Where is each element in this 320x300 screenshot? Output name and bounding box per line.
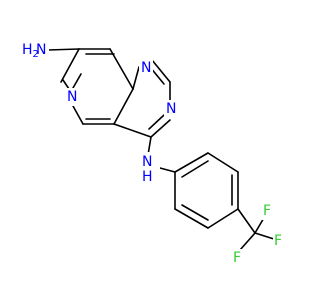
bond-c4-c4a [113,123,152,138]
n3-label-backing [164,100,178,118]
fluorine-2-label: F [274,233,282,249]
ring-nitrogen-n6-label: N [67,89,77,105]
nh-label-backing [132,152,160,186]
ring-nitrogen-n3-label: N [166,101,176,117]
n6-label-backing [65,88,79,106]
amine-nitrogen-label: N [36,42,46,58]
f1-label-backing [262,202,274,220]
molecule-diagram: H2 N N N N N H F F F [19,41,285,267]
bond-c7-amine [47,48,80,51]
bond-c8a-n1 [132,66,140,90]
bond-n6-c7 [72,73,82,89]
bond-ph5-ph6 [174,208,209,229]
bond-n3-c4 [150,119,171,138]
fluorine-3-label: F [233,250,241,266]
amine-label-backing [19,41,49,59]
f3-label-backing [232,249,244,267]
f2-label-backing [273,232,285,250]
bond-c5-n6 [72,105,84,125]
bond-ph5-ph6-double [181,204,209,221]
bond-n3-c4-double [148,114,165,130]
bond-c-f3 [239,232,256,251]
bond-n1-c2 [151,59,171,83]
amino-hydrogen-label: H [142,169,153,185]
ring-nitrogen-n1-label: N [141,60,151,76]
amine-h2-label: H2 [22,42,39,60]
bond-c8-c8a [109,48,134,90]
n1-label-backing [139,59,153,77]
bond-ph4-ph5 [207,208,239,229]
bond-ph1-ph2 [174,152,209,173]
bond-ph4-cf3 [237,208,256,234]
fluorine-1-label: F [263,203,271,219]
bond-c7-n8 [60,48,80,83]
amino-nitrogen-label: N [142,154,152,170]
bond-ph1-ph2-double [181,160,209,178]
atom-labels: H2 N N N N N H F F F [19,41,285,267]
bond-ph2-ph3 [207,152,239,173]
bond-c8a-c4a [113,88,134,125]
bond-nh-phenyl [159,167,176,173]
